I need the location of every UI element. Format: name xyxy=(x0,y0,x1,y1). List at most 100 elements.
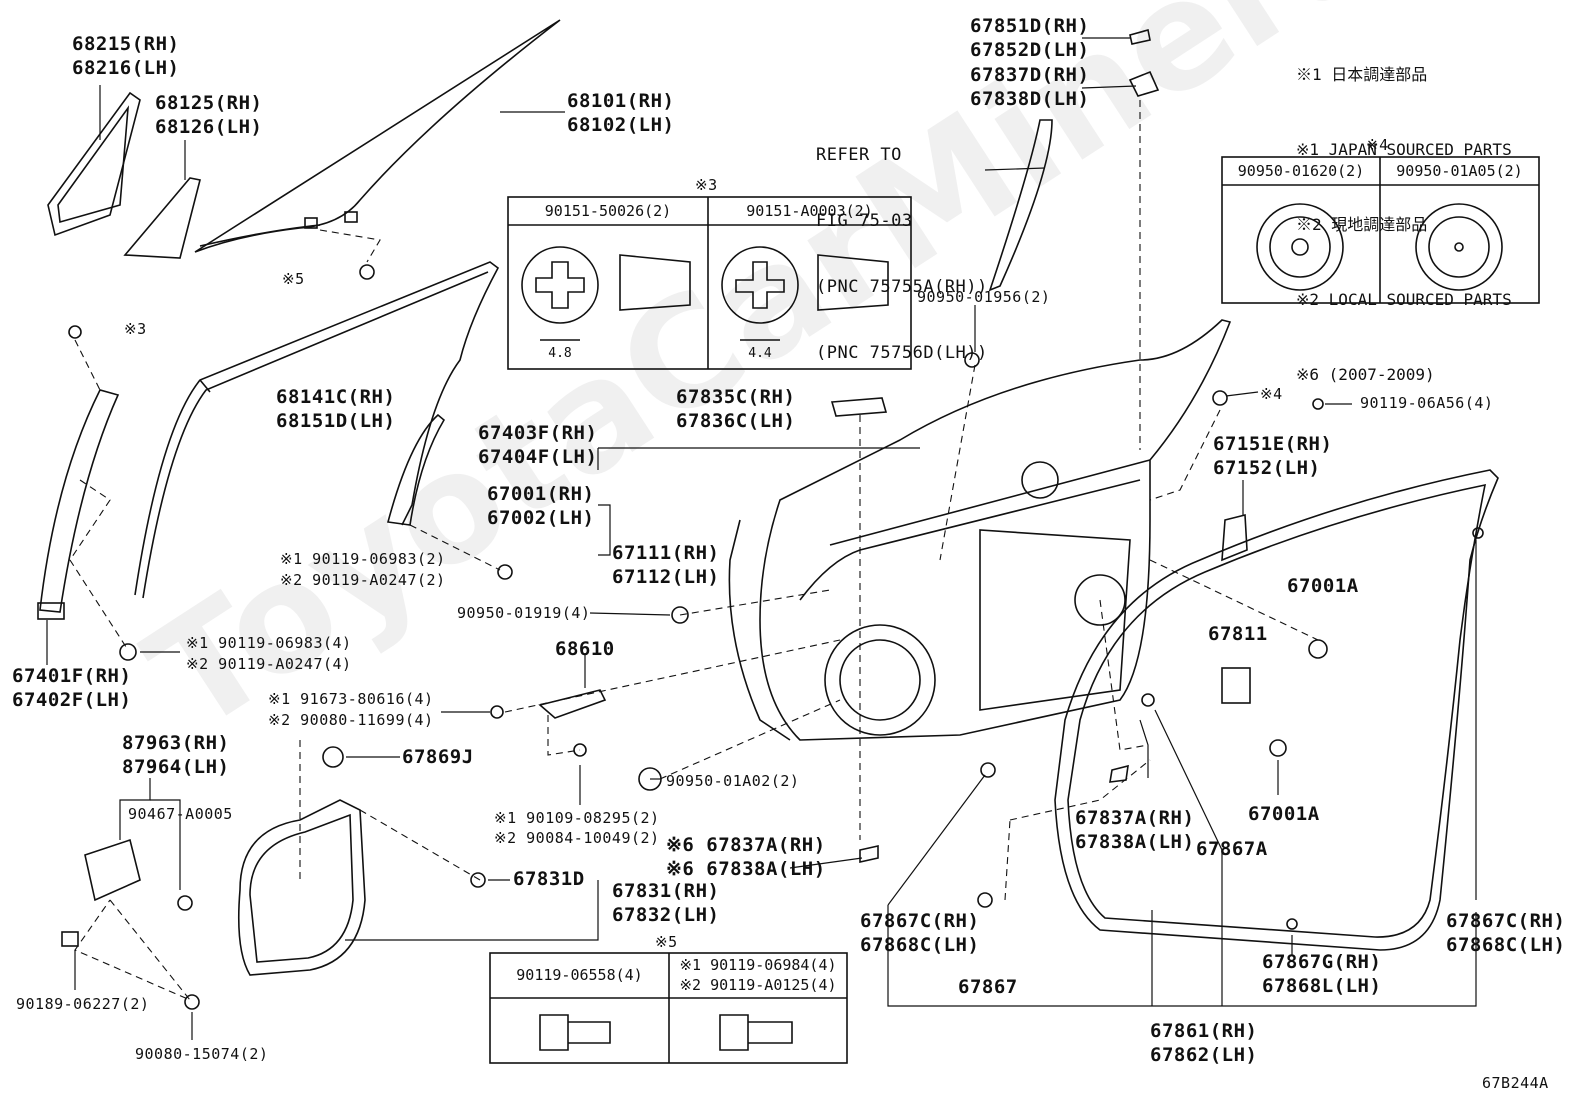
table-3 xyxy=(507,196,912,370)
label-68215: 68215(RH) xyxy=(72,33,180,55)
table-5 xyxy=(489,952,848,1064)
table-3-mark: ※3 xyxy=(695,176,718,194)
label-90467: 90467-A0005 xyxy=(128,805,233,823)
door-panel-drawing xyxy=(728,319,1232,741)
label-67835c: 67835C(RH) xyxy=(676,386,796,408)
label-68610: 68610 xyxy=(555,638,615,660)
label-90950-01956: 90950-01956(2) xyxy=(917,288,1051,306)
label-87964: 87964(LH) xyxy=(122,756,230,778)
label-67837d: 67837D(RH) xyxy=(970,64,1090,86)
label-67001a-top: 67001A xyxy=(1287,575,1359,597)
label-68216: 68216(LH) xyxy=(72,57,180,79)
label-67867a: 67867A xyxy=(1196,838,1268,860)
label-s1-90109: ※1 90109-08295(2) xyxy=(494,809,660,827)
label-67838a: 67838A(LH) xyxy=(1075,831,1195,853)
label-67002: 67002(LH) xyxy=(487,507,595,529)
run-channel-drawing xyxy=(134,261,500,599)
label-67861: 67861(RH) xyxy=(1150,1020,1258,1042)
label-67837a: 67837A(RH) xyxy=(1075,807,1195,829)
refer-line-4: (PNC 75756D(LH)) xyxy=(816,343,988,363)
label-67001a-bottom: 67001A xyxy=(1248,803,1320,825)
leader-lines xyxy=(46,37,1477,1040)
door-glass-drawing xyxy=(194,19,561,253)
note-mark-5: ※5 xyxy=(282,270,305,288)
label-s1-90119-06983-4: ※1 90119-06983(4) xyxy=(186,634,352,652)
label-67868c-left: 67868C(LH) xyxy=(860,934,980,956)
note-2-en: ※2 LOCAL SOURCED PARTS xyxy=(1296,290,1512,309)
label-67404f: 67404F(LH) xyxy=(478,446,598,468)
label-67111: 67111(RH) xyxy=(612,542,720,564)
label-67152: 67152(LH) xyxy=(1213,457,1321,479)
label-67867g: 67867G(RH) xyxy=(1262,951,1382,973)
front-channel-drawing xyxy=(386,413,446,526)
note-1-ja: ※1 日本調達部品 xyxy=(1296,65,1428,84)
label-67862: 67862(LH) xyxy=(1150,1044,1258,1066)
label-68125: 68125(RH) xyxy=(155,92,263,114)
label-90080-15074: 90080-15074(2) xyxy=(135,1045,269,1063)
quarter-glass-drawing xyxy=(123,177,201,259)
label-67867c-left: 67867C(RH) xyxy=(860,910,980,932)
sash-cover-drawing xyxy=(988,28,1160,292)
label-67402f: 67402F(LH) xyxy=(12,689,132,711)
label-s2-90080-11699: ※2 90080-11699(4) xyxy=(268,711,434,729)
label-67403f: 67403F(RH) xyxy=(478,422,598,444)
note-1-en: ※1 JAPAN SOURCED PARTS xyxy=(1296,140,1512,159)
note-mark-4: ※4 xyxy=(1260,385,1283,403)
label-s1-91673: ※1 91673-80616(4) xyxy=(268,690,434,708)
label-67867: 67867 xyxy=(958,976,1018,998)
diagram-code: 67B244A xyxy=(1482,1074,1549,1092)
label-67867c-right: 67867C(RH) xyxy=(1446,910,1566,932)
module-drawing xyxy=(84,838,141,902)
table-3-col2-dim: 4.4 xyxy=(748,346,772,361)
label-67001: 67001(RH) xyxy=(487,483,595,505)
dashed-guides xyxy=(69,100,1319,1001)
refer-line-3: (PNC 75755A(RH)) xyxy=(816,277,988,297)
label-s6-67837a: ※6 67837A(RH) xyxy=(666,834,826,856)
table-3-col2-header: 90151-A0003(2) xyxy=(746,202,873,220)
label-67112: 67112(LH) xyxy=(612,566,720,588)
label-s2-90119-a0247-2: ※2 90119-A0247(2) xyxy=(280,571,446,589)
label-90950-01a02: 90950-01A02(2) xyxy=(666,772,800,790)
label-67836c: 67836C(LH) xyxy=(676,410,796,432)
label-68101: 68101(RH) xyxy=(567,90,675,112)
label-90189: 90189-06227(2) xyxy=(16,995,150,1013)
label-68126: 68126(LH) xyxy=(155,116,263,138)
label-67832: 67832(LH) xyxy=(612,904,720,926)
label-s6-67838a: ※6 67838A(LH) xyxy=(666,858,826,880)
weatherstrip-drawing xyxy=(1054,469,1499,951)
table-3-col1-dim: 4.8 xyxy=(548,346,572,361)
note-6: ※6 (2007-2009) xyxy=(1296,365,1435,384)
label-67852d: 67852D(LH) xyxy=(970,39,1090,61)
label-67831: 67831(RH) xyxy=(612,880,720,902)
table-4-col1-header: 90950-01620(2) xyxy=(1237,162,1365,180)
table-5-col2-header-a: ※1 90119-06984(4) xyxy=(679,956,837,974)
label-67868c-right: 67868C(LH) xyxy=(1446,934,1566,956)
label-67838d: 67838D(LH) xyxy=(970,88,1090,110)
label-67151e: 67151E(RH) xyxy=(1213,433,1333,455)
table-3-col1-header: 90151-50026(2) xyxy=(544,202,672,220)
hole-cover-drawing xyxy=(237,799,366,976)
label-87963: 87963(RH) xyxy=(122,732,230,754)
label-67811: 67811 xyxy=(1208,623,1268,645)
notes-list: ※1 日本調達部品 ※1 JAPAN SOURCED PARTS ※2 現地調達… xyxy=(1296,12,1512,437)
label-68151d: 68151D(LH) xyxy=(276,410,396,432)
label-68102: 68102(LH) xyxy=(567,114,675,136)
label-67869j: 67869J xyxy=(402,746,474,768)
table-5-mark: ※5 xyxy=(655,933,678,951)
fastener-drawings xyxy=(61,264,1484,1010)
table-5-col1-header: 90119-06558(4) xyxy=(516,966,643,984)
note-mark-3: ※3 xyxy=(124,320,147,338)
label-67851d: 67851D(RH) xyxy=(970,15,1090,37)
table-4-mark: ※4 xyxy=(1366,136,1389,154)
corner-piece-drawing xyxy=(47,91,141,237)
label-90950-01919: 90950-01919(4) xyxy=(457,604,591,622)
refer-line-2: FIG 75-03 xyxy=(816,211,913,231)
label-67401f: 67401F(RH) xyxy=(12,665,132,687)
refer-line-1: REFER TO xyxy=(816,145,902,165)
label-90119-06a56: 90119-06A56(4) xyxy=(1360,394,1494,412)
table-5-col2-header-b: ※2 90119-A0125(4) xyxy=(679,976,837,994)
label-68141c: 68141C(RH) xyxy=(276,386,396,408)
label-s2-90119-a0247-4: ※2 90119-A0247(4) xyxy=(186,655,352,673)
